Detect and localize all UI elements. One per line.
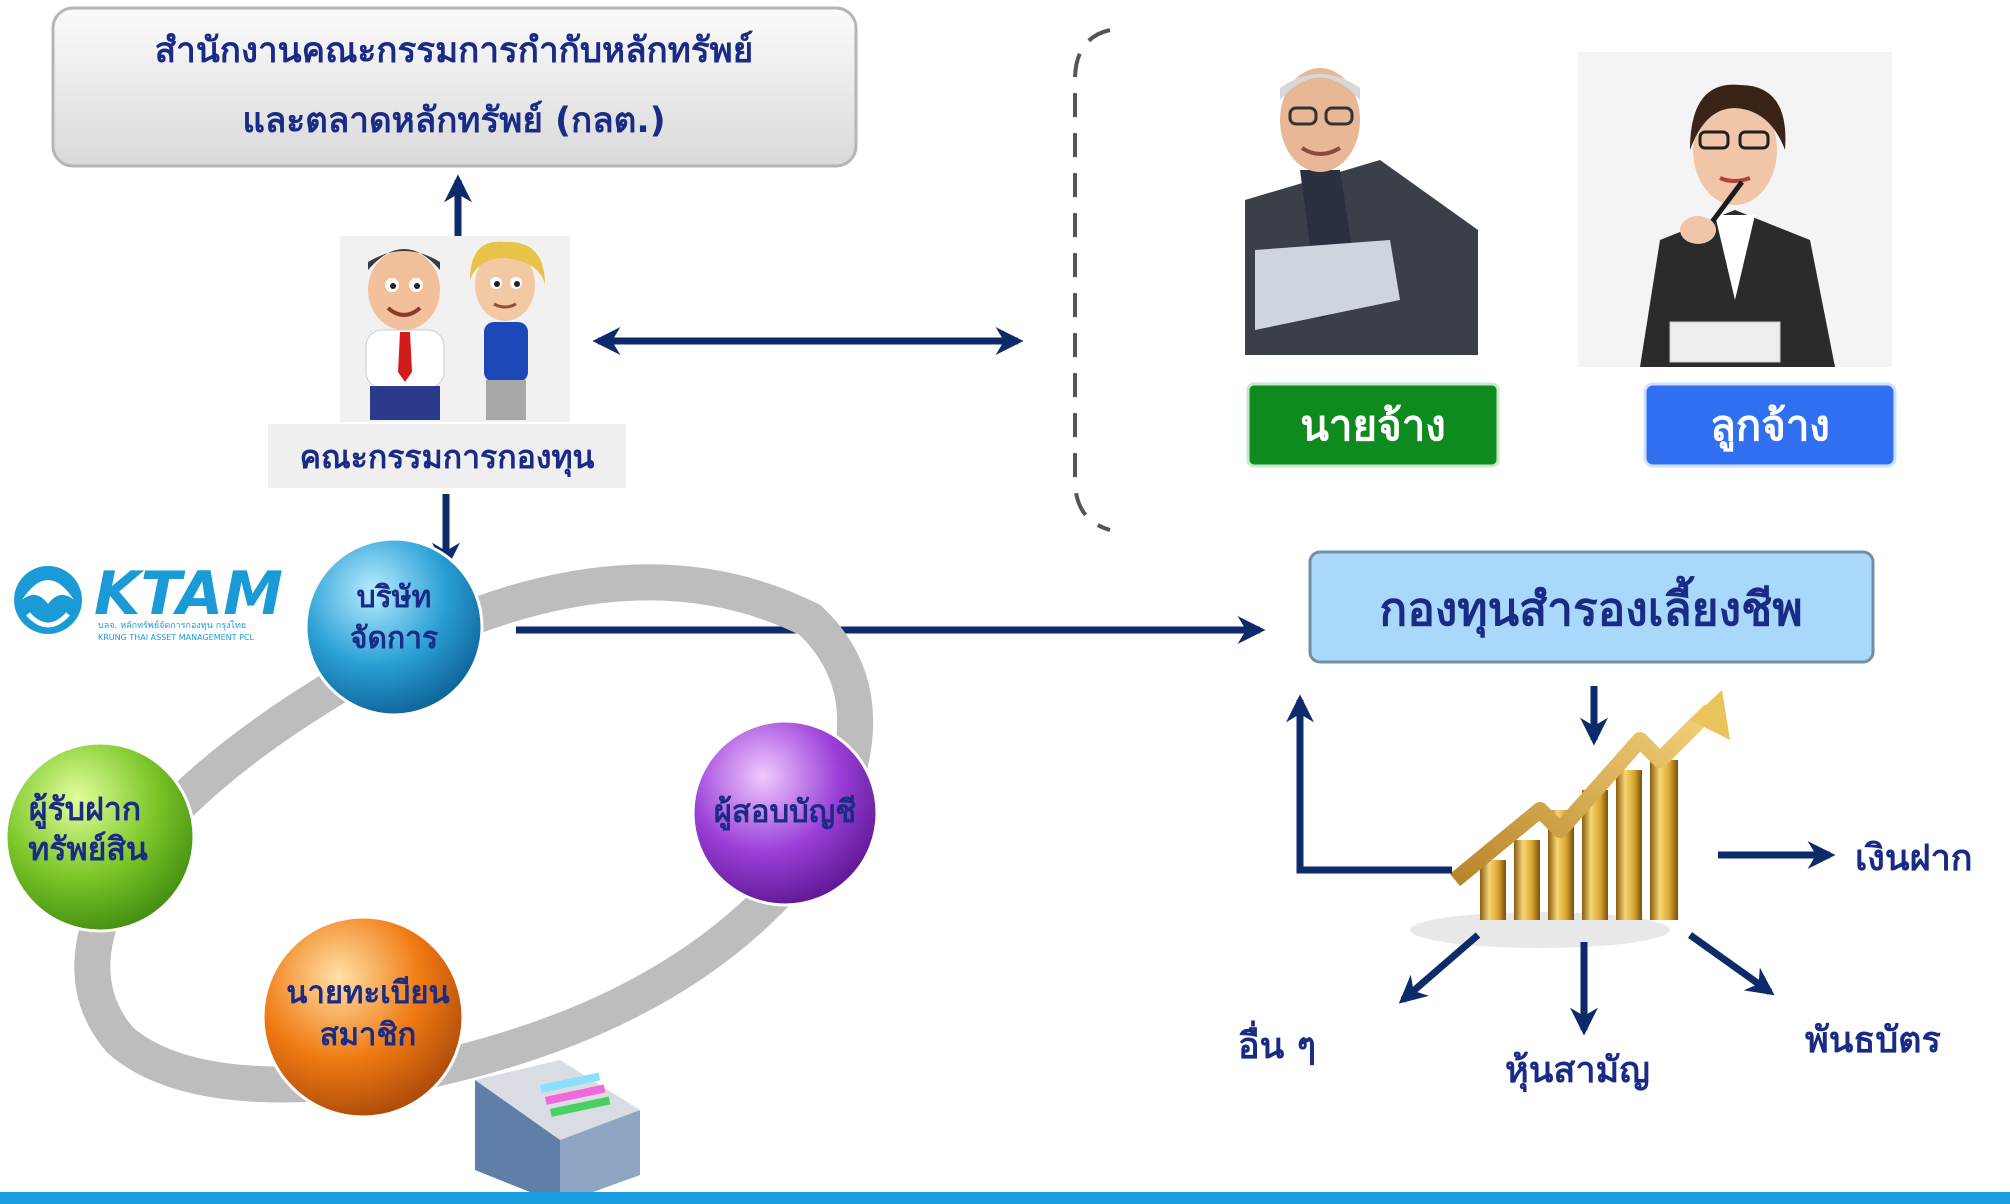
custodian-circle: ผู้รับฝาก ทรัพย์สิน — [4, 741, 196, 933]
bottom-bar — [0, 1192, 2010, 1204]
employee-label: ลูกจ้าง — [1710, 401, 1830, 452]
employer-photo — [1245, 55, 1478, 355]
committee-label-box — [268, 424, 626, 488]
employer-label-box: นายจ้าง — [1246, 382, 1500, 468]
asset-bonds-label: พันธบัตร — [1805, 1020, 1942, 1061]
arrow-returns-to-fund — [1286, 694, 1452, 874]
custodian-label-line1: ผู้รับฝาก — [29, 790, 141, 830]
arrow-to-bonds — [1687, 932, 1775, 996]
custodian-label-line2: ทรัพย์สิน — [28, 830, 148, 868]
file-cabinet-icon — [475, 1060, 640, 1204]
committee-label: คณะกรรมการกองทุน — [300, 438, 595, 478]
arrow-to-others — [1398, 932, 1481, 1004]
provident-fund-box: กองทุนสำรองเลี้ยงชีพ — [1308, 550, 1875, 664]
members-bracket — [1073, 28, 1111, 532]
coins-growth-image — [1410, 690, 1730, 948]
provident-fund-label: กองทุนสำรองเลี้ยงชีพ — [1379, 575, 1802, 638]
ktam-logo-sub-thai: บลจ. หลักทรัพย์จัดการกองทุน กรุงไทย — [98, 619, 246, 631]
manager-label-line2: จัดการ — [350, 621, 438, 656]
employer-label: นายจ้าง — [1300, 401, 1446, 450]
ktam-logo: KTAM บลจ. หลักทรัพย์จัดการกองทุน กรุงไทย… — [14, 559, 283, 642]
asset-stocks-label: หุ้นสามัญ — [1505, 1050, 1650, 1093]
employee-photo — [1578, 52, 1892, 367]
registrar-circle: นายทะเบียน สมาชิก — [261, 915, 465, 1119]
registrar-label-line1: นายทะเบียน — [286, 975, 449, 1011]
auditor-label: ผู้สอบบัญชี — [714, 794, 857, 831]
ktam-logo-name: KTAM — [94, 559, 283, 629]
manager-label-line1: บริษัท — [357, 580, 432, 615]
asset-deposit-label: เงินฝาก — [1855, 838, 1973, 879]
asset-others-label: อื่น ๆ — [1238, 1020, 1316, 1067]
sec-title-line2: และตลาดหลักทรัพย์ (กลต.) — [242, 100, 665, 141]
employee-label-box: ลูกจ้าง — [1643, 382, 1897, 468]
sec-box: สำนักงานคณะกรรมการกำกับหลักทรัพย์ และตลา… — [51, 6, 858, 168]
sec-title-line1: สำนักงานคณะกรรมการกำกับหลักทรัพย์ — [155, 30, 753, 71]
manager-circle: บริษัท จัดการ — [304, 537, 484, 717]
registrar-label-line2: สมาชิก — [320, 1017, 417, 1053]
committee-cartoon-image — [340, 236, 570, 422]
auditor-circle: ผู้สอบบัญชี — [691, 719, 879, 907]
ktam-logo-sub-eng: KRUNG THAI ASSET MANAGEMENT PCL — [98, 633, 255, 642]
